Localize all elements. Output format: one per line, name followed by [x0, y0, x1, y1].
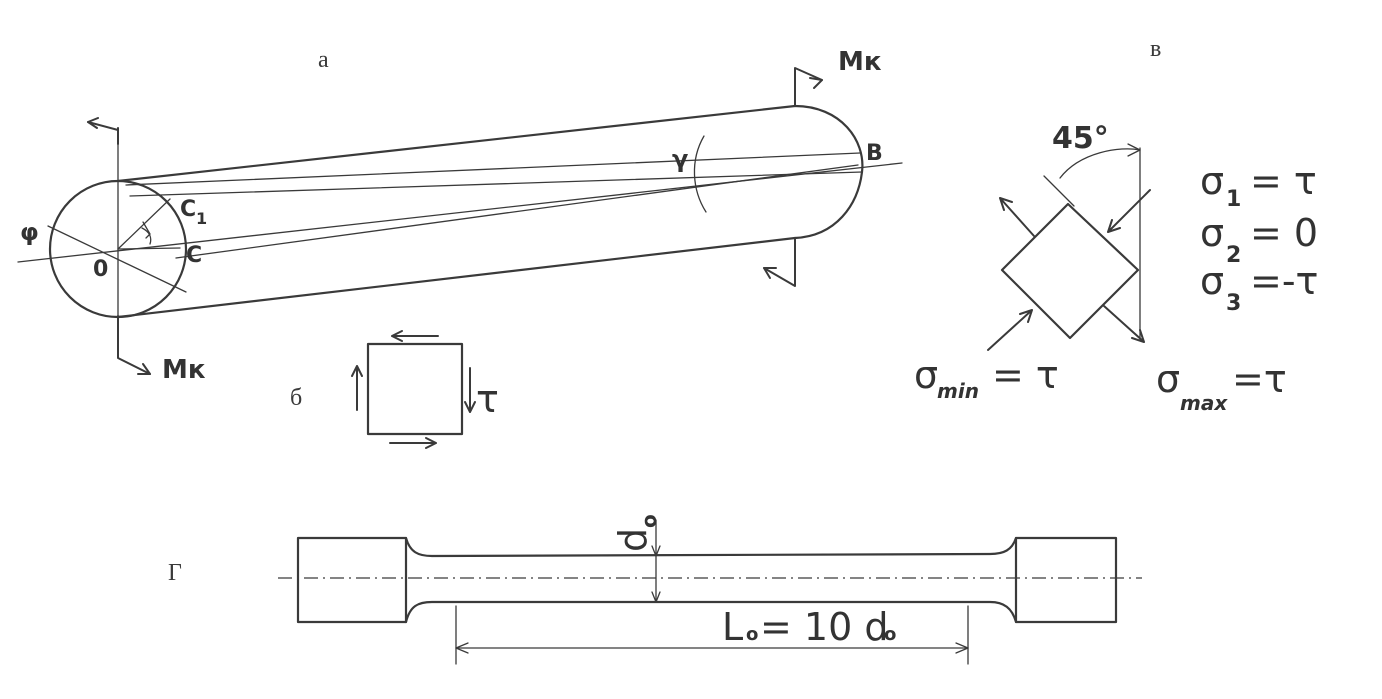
panel-b-shear-element: б τ: [290, 330, 499, 449]
generator-line-c1: [125, 152, 861, 186]
sigma-1-symbol: σ: [1200, 159, 1224, 203]
tau-label: τ: [476, 377, 499, 421]
moment-left-bottom-arrowhead: [137, 363, 151, 375]
generator-line-b: [129, 171, 863, 197]
moment-right-label: Mк: [838, 47, 882, 77]
specimen-right-grip: [1014, 536, 1118, 624]
shear-arrow-top: [391, 330, 439, 342]
moment-left-bottom-arrow: [117, 315, 151, 375]
diameter-subscript: o: [637, 514, 661, 528]
point-c1-subscript: 1: [196, 209, 207, 228]
point-o-label: 0: [93, 257, 108, 282]
gauge-length-subscript: o: [746, 624, 758, 645]
sigma-2-symbol: σ: [1200, 211, 1224, 255]
specimen-left-grip: [296, 536, 408, 624]
angle-45-label: 45°: [1052, 121, 1109, 156]
gauge-arrow-right: [955, 642, 969, 654]
diagonal-line: [47, 225, 187, 293]
diameter-arrow-bottom: [651, 591, 661, 603]
sigma-min-value: = τ: [992, 353, 1059, 397]
sigma-3-subscript: 3: [1226, 291, 1241, 316]
diameter-arrow-top: [651, 545, 661, 557]
angle-phi-label: φ: [20, 218, 39, 246]
sigma-max-symbol: σ: [1156, 357, 1180, 401]
moment-right-top-arrowhead: [809, 77, 823, 89]
compression-arrow-lower-left: [987, 309, 1033, 351]
gauge-length-value-subscript: o: [884, 624, 896, 645]
generator-line-c: [175, 164, 859, 259]
sigma-max-subscript: max: [1180, 391, 1228, 415]
panel-v-principal-stresses: в 45° σ min = τ σ max =τ σ 1 = τ σ 2 = 0…: [914, 36, 1318, 415]
shear-arrow-bottom: [389, 437, 437, 449]
phi-arrow: [142, 221, 151, 239]
moment-left-top-arrowhead: [87, 117, 99, 129]
principal-element-diamond: [1000, 202, 1140, 340]
sigma-1-subscript: 1: [1226, 187, 1241, 212]
panel-label-v: в: [1150, 36, 1161, 62]
diagonal-reference-line: [1043, 175, 1075, 207]
point-c-label: C: [186, 243, 202, 268]
radius-to-c: [117, 247, 181, 250]
diameter-label: d: [611, 528, 655, 552]
specimen-gauge-bottom: [404, 600, 1018, 624]
panel-g-tensile-specimen: Г d o L o = 10 d o: [168, 514, 1142, 665]
sigma-3-value: =-τ: [1250, 259, 1318, 303]
bar-top-edge: [116, 104, 797, 183]
sigma-min-symbol: σ: [914, 353, 938, 397]
point-c1-label: C: [180, 197, 196, 222]
moment-right-top-arrow: [794, 67, 823, 107]
tension-arrow-lower-right: [1103, 305, 1145, 343]
sigma-2-value: = 0: [1250, 211, 1318, 255]
point-b-label: B: [866, 141, 883, 166]
sigma-max-value: =τ: [1232, 357, 1287, 401]
bar-bottom-edge: [116, 236, 797, 319]
angle-45-arrowhead: [1127, 143, 1141, 157]
panel-label-a: а: [318, 47, 329, 73]
panel-label-b: б: [290, 385, 302, 411]
tension-arrow-upper-left: [999, 197, 1035, 237]
moment-left-label: Mк: [162, 355, 206, 385]
sigma-1-value: = τ: [1250, 159, 1317, 203]
angle-45-arc: [1059, 148, 1141, 179]
gauge-arrow-left: [455, 642, 469, 654]
moment-right-bottom-arrow: [763, 237, 796, 287]
sigma-3-symbol: σ: [1200, 259, 1224, 303]
gauge-length-value: = 10 d: [760, 605, 888, 649]
diameter-label-group: d o: [611, 514, 661, 552]
moment-right-bottom-arrowhead: [763, 267, 777, 279]
shear-element-square: [366, 342, 464, 436]
shear-arrow-left: [351, 365, 363, 411]
angle-gamma-label: γ: [672, 145, 688, 173]
panel-label-g: Г: [168, 560, 182, 586]
panel-a-torsion-bar: а Mк Mк: [17, 47, 903, 385]
gauge-length-symbol: L: [722, 605, 743, 649]
moment-left-top-arrow: [87, 121, 119, 131]
compression-arrow-upper-right: [1107, 189, 1151, 233]
specimen-gauge-top: [404, 536, 1018, 558]
gamma-arc: [693, 135, 707, 213]
sigma-min-subscript: min: [937, 379, 979, 403]
shear-arrow-right: [464, 367, 476, 413]
sigma-2-subscript: 2: [1226, 243, 1241, 268]
phi-arc: [141, 227, 152, 245]
